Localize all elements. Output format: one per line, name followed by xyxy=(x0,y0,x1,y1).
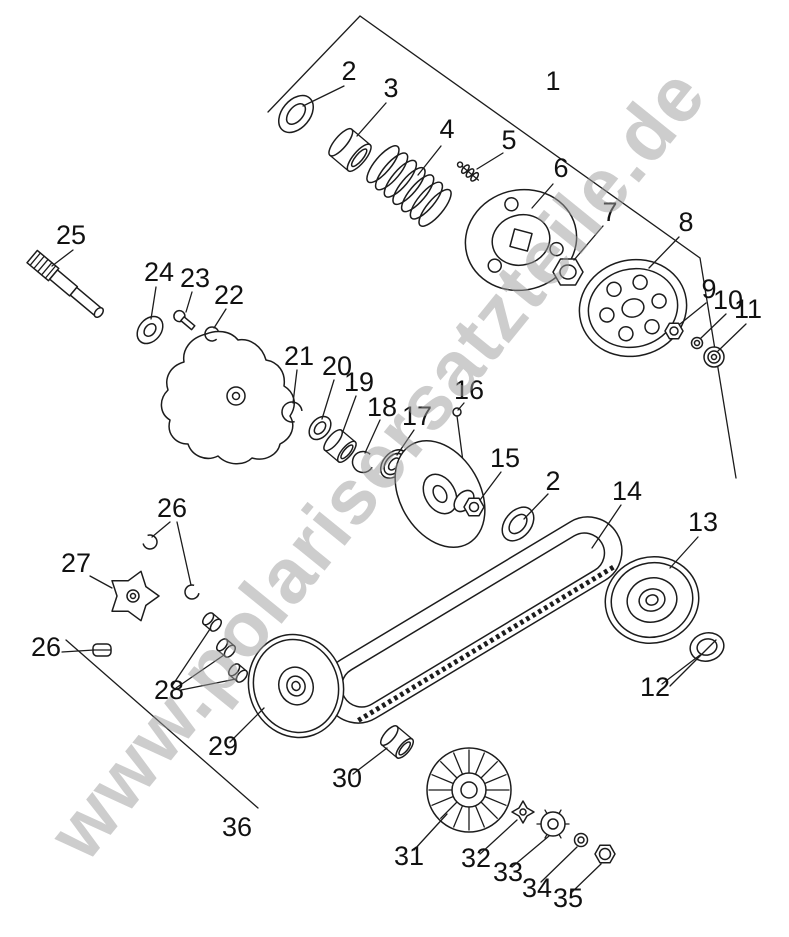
part-26-clip-upper xyxy=(142,534,158,550)
part-35-nut xyxy=(594,844,616,864)
part-label-3: 3 xyxy=(383,73,398,103)
part-label-26-upper: 26 xyxy=(157,493,187,523)
part-13-pulley-half xyxy=(604,555,700,645)
assembly-bracket-group-36 xyxy=(65,639,259,809)
part-label-30: 30 xyxy=(332,763,362,793)
part-label-11: 11 xyxy=(734,294,762,324)
part-32-star-washer xyxy=(511,800,535,824)
part-label-10: 10 xyxy=(713,285,743,315)
part-label-22: 22 xyxy=(214,280,244,310)
part-23-bolt xyxy=(173,309,196,331)
part-label-21: 21 xyxy=(284,341,314,371)
part-label-15: 15 xyxy=(490,443,520,473)
part-9-nut xyxy=(664,322,684,340)
part-label-23: 23 xyxy=(180,263,210,293)
part-2-seal-top xyxy=(278,94,314,134)
part-labels: 2 3 1 4 5 6 7 8 25 24 23 22 9 10 11 21 2… xyxy=(31,56,762,913)
part-5-screw-spring xyxy=(456,161,480,182)
part-label-29: 29 xyxy=(208,731,238,761)
part-label-2-top: 2 xyxy=(341,56,356,86)
part-2-seal-lower xyxy=(501,506,535,542)
crankcase-outline xyxy=(160,330,296,465)
part-label-2-lower: 2 xyxy=(545,466,560,496)
part-25-shaft xyxy=(26,249,104,319)
part-label-35: 35 xyxy=(553,883,583,913)
leader-lines xyxy=(51,85,747,893)
part-26-clip-mid xyxy=(184,584,200,600)
part-33-ratchet-washer xyxy=(536,809,570,839)
driven-pulley-face xyxy=(394,439,486,549)
watermark-text: www.polarisersatzteile.de xyxy=(31,51,723,877)
part-label-20: 20 xyxy=(322,351,352,381)
part-label-26-lower: 26 xyxy=(31,632,61,662)
part-label-24: 24 xyxy=(144,257,174,287)
part-31-fan-wheel xyxy=(426,747,512,833)
part-label-5: 5 xyxy=(501,125,516,155)
part-label-17: 17 xyxy=(402,401,432,431)
part-8-clutch-drum xyxy=(578,258,688,358)
part-label-4: 4 xyxy=(439,114,454,144)
part-label-31: 31 xyxy=(394,841,424,871)
part-label-19: 19 xyxy=(344,367,374,397)
part-label-25: 25 xyxy=(56,220,86,250)
part-12-cap xyxy=(689,632,725,662)
part-label-16: 16 xyxy=(454,375,484,405)
part-3-bushing xyxy=(328,127,372,173)
part-22-clip xyxy=(204,326,220,342)
assembly-bracket-group-1 xyxy=(267,15,737,479)
part-10-washer xyxy=(690,336,704,350)
part-7-nut xyxy=(552,258,584,286)
part-28-roller-b xyxy=(215,638,237,658)
part-label-13: 13 xyxy=(688,507,718,537)
part-15-nut xyxy=(453,489,485,517)
part-label-8: 8 xyxy=(678,207,693,237)
part-18-circlip xyxy=(351,450,375,474)
part-6-clutch-carrier xyxy=(464,188,578,292)
part-20-ring xyxy=(308,415,332,441)
part-19-needle-bearing xyxy=(323,429,357,463)
part-27-ramp-plate xyxy=(111,570,160,622)
part-label-33: 33 xyxy=(493,857,523,887)
part-label-6: 6 xyxy=(553,153,568,183)
part-28-roller-c xyxy=(227,663,249,683)
part-label-18: 18 xyxy=(367,392,397,422)
part-29-variator-half xyxy=(247,633,345,739)
part-26-slider-lower xyxy=(92,643,112,657)
part-28-roller-a xyxy=(201,612,223,632)
part-4-spring xyxy=(366,145,452,227)
part-34-washer xyxy=(573,832,589,848)
part-label-32: 32 xyxy=(461,843,491,873)
part-24-bearing xyxy=(136,315,164,345)
part-30-spacer xyxy=(379,725,415,759)
part-label-12: 12 xyxy=(640,672,670,702)
part-label-9: 9 xyxy=(701,274,716,304)
part-label-27: 27 xyxy=(61,548,91,578)
part-label-1: 1 xyxy=(545,66,560,96)
part-label-14: 14 xyxy=(612,476,642,506)
part-label-28: 28 xyxy=(154,675,184,705)
part-label-34: 34 xyxy=(522,873,552,903)
part-11-bearing xyxy=(703,346,725,368)
part-label-7: 7 xyxy=(602,197,617,227)
part-label-36: 36 xyxy=(222,812,252,842)
